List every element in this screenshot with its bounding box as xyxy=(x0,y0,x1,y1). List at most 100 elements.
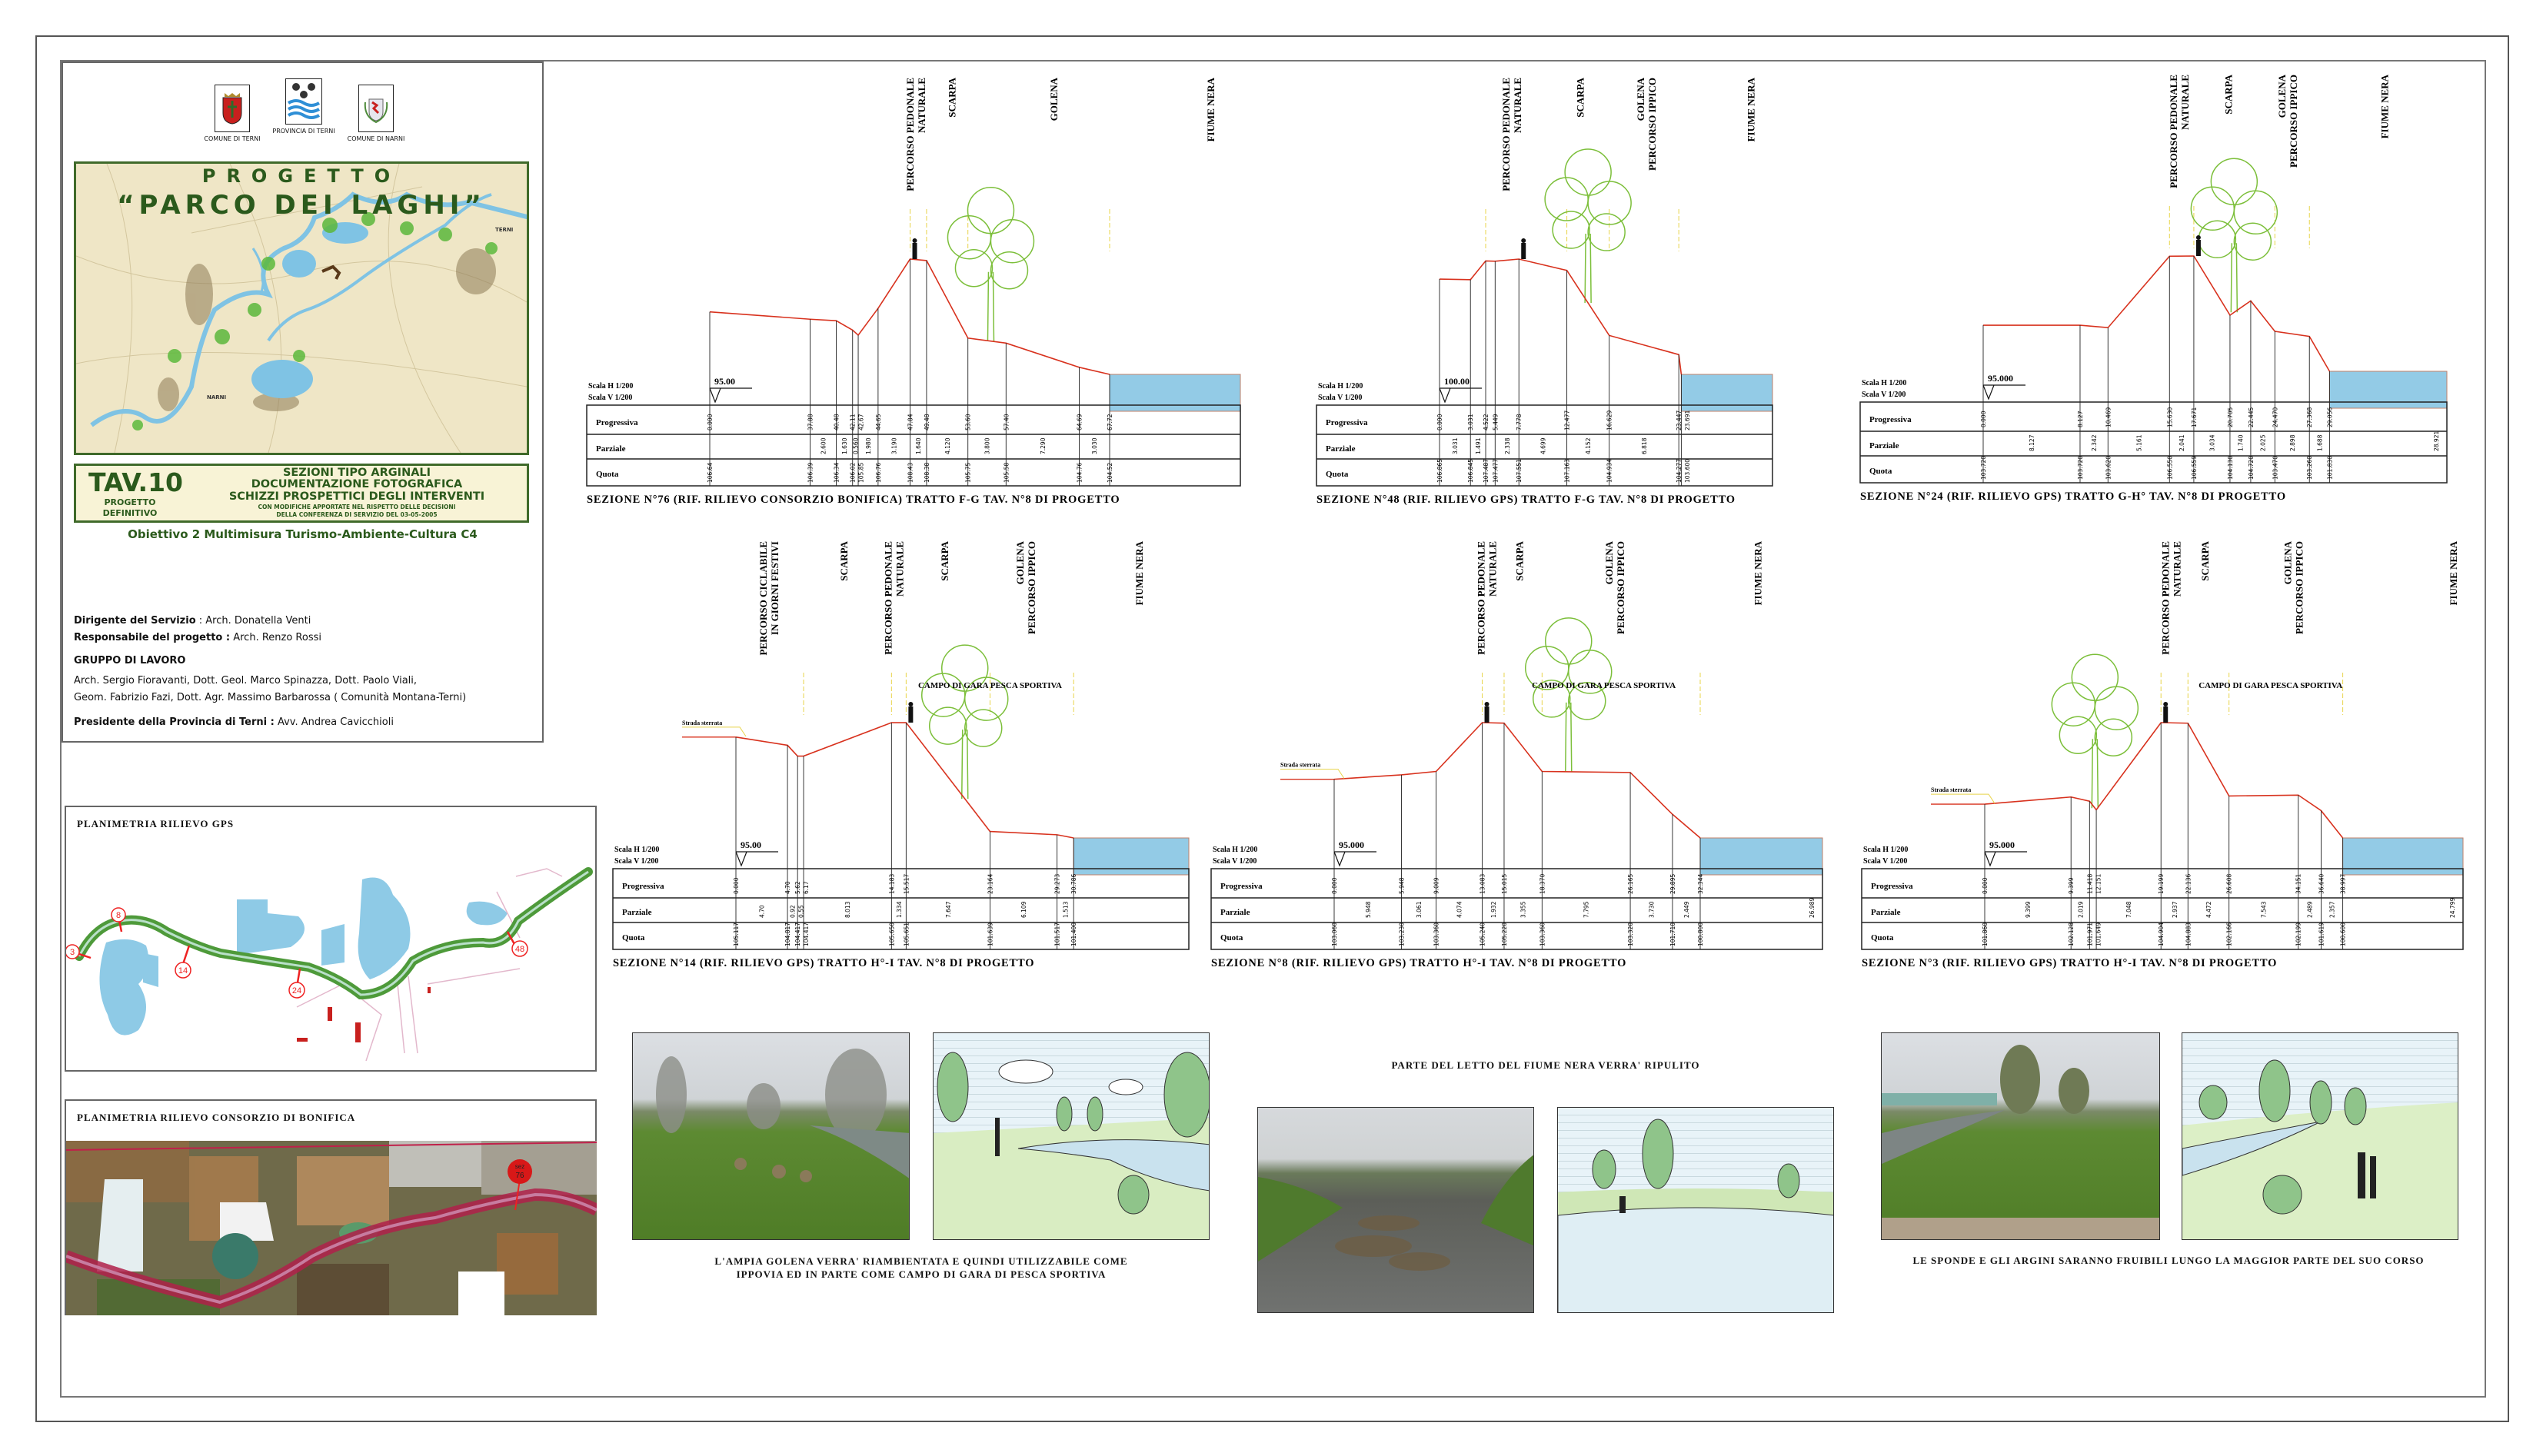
quota-value: 105.651 xyxy=(903,922,910,946)
plan-gps-panel: PLANIMETRIA RILIEVO GPS 3 8 14 24 48 xyxy=(65,806,597,1072)
data-table xyxy=(1316,404,1773,487)
tree-foliage xyxy=(1552,211,1590,249)
person-icon xyxy=(908,702,914,723)
parziale-value: 4.074 xyxy=(1456,901,1463,918)
quota-value: 107.163 xyxy=(1564,459,1571,483)
zone-label: NATURALE xyxy=(2179,75,2191,130)
zone-label: IN GIORNI FESTIVI xyxy=(769,541,781,635)
tree-foliage xyxy=(990,251,1029,290)
parziale-value: 3.030 xyxy=(1091,437,1098,454)
zone-label: FIUME NERA xyxy=(1133,540,1145,605)
progressiva-value: 0.000 xyxy=(1980,411,1987,427)
tree-icon xyxy=(2190,158,2278,313)
person-head xyxy=(912,238,917,243)
progressiva-value: 11.418 xyxy=(2086,874,2093,894)
campo-gara-label: CAMPO DI GARA PESCA SPORTIVA xyxy=(2198,681,2342,690)
credit-value: Arch. Renzo Rossi xyxy=(230,632,321,643)
marker-label: 24 xyxy=(292,986,301,996)
quota-value: 101.860 xyxy=(1982,922,1989,946)
tav-number: TAV.10 xyxy=(88,467,183,497)
progressiva-value: 0.000 xyxy=(1982,877,1989,894)
section-marker-14 xyxy=(175,962,191,979)
progressiva-value: 40.48 xyxy=(833,414,840,430)
tree-icon xyxy=(947,186,1035,341)
progressiva-value: 53.60 xyxy=(965,414,972,430)
progressiva-value: 42.11 xyxy=(850,414,857,430)
zone-label: PERCORSO PEDONALE xyxy=(2168,75,2179,188)
zone-label: SCARPA xyxy=(838,540,850,580)
datum-label: 95.000 xyxy=(1989,839,2015,850)
progressiva-value: 27.368 xyxy=(2306,407,2313,427)
logo-comune-narni: COMUNE DI NARNI xyxy=(341,85,411,143)
tree-foliage xyxy=(1533,680,1571,718)
row-label-parziale: Parziale xyxy=(622,908,652,917)
tree-foliage xyxy=(2210,158,2258,206)
person-body xyxy=(908,706,914,723)
quota-value: 103.320 xyxy=(1627,922,1634,946)
quota-value: 101.830 xyxy=(2326,456,2333,480)
zone-label: PERCORSO IPPICO xyxy=(1026,541,1037,634)
campo-gara-label: CAMPO DI GARA PESCA SPORTIVA xyxy=(918,681,1062,690)
person-head xyxy=(1484,702,1490,706)
plan-bonifica-panel: PLANIMETRIA RILIEVO CONSORZIO DI BONIFIC… xyxy=(65,1099,597,1315)
person-icon xyxy=(1484,702,1490,723)
data-table xyxy=(586,404,1241,487)
section-marker-24 xyxy=(288,982,305,999)
caption-golena: L'AMPIA GOLENA VERRA' RIAMBIENTATA E QUI… xyxy=(631,1255,1212,1281)
sketch-golena xyxy=(933,1032,1210,1240)
parziale-value: 2.357 xyxy=(2329,901,2336,918)
scale-v: Scala V 1/200 xyxy=(614,857,658,866)
quota-value: 101.400 xyxy=(1070,922,1077,946)
tree-foliage xyxy=(967,186,1015,234)
sketch-golena-drawing xyxy=(934,1052,1209,1239)
project-title: “PARCO DEI LAGHI” xyxy=(117,190,486,221)
parziale-value: 1.630 xyxy=(841,437,848,454)
tav-subject: SCHIZZI PROSPETTICI DEGLI INTERVENTI xyxy=(228,490,485,503)
zone-label: GOLENA xyxy=(1048,77,1060,121)
parziale-value: 0.55 xyxy=(798,905,805,918)
person-body xyxy=(1521,243,1526,259)
section-caption: SEZIONE N°8 (RIF. RILIEVO GPS) TRATTO H°… xyxy=(1211,957,1626,969)
ground-profile xyxy=(709,258,1110,375)
logo-label: PROVINCIA DI TERNI xyxy=(272,128,335,135)
tree-foliage xyxy=(2094,718,2133,756)
datum-symbol xyxy=(1439,387,1482,404)
river-water xyxy=(1699,837,1823,876)
tree-trunk xyxy=(1584,234,1592,304)
quota-value: 101.619 xyxy=(2318,922,2325,946)
river-water xyxy=(2342,837,2464,876)
road-label: Strada sterrata xyxy=(1280,762,1320,769)
progressiva-value: 19.199 xyxy=(2158,874,2165,894)
row-label-quota: Quota xyxy=(1326,470,1349,479)
map-label-narni: NARNI xyxy=(207,394,227,401)
road-label: Strada sterrata xyxy=(682,720,722,726)
tav-line1: PROGETTO xyxy=(104,497,156,507)
person-icon xyxy=(2195,235,2201,256)
parziale-value: 4.699 xyxy=(1539,437,1546,454)
quota-value: 103.260 xyxy=(2306,456,2313,480)
parziale-value: 1.640 xyxy=(915,437,922,454)
quota-value: 106.550 xyxy=(2166,456,2173,480)
quota-value: 108.38 xyxy=(924,463,930,483)
datum-label: 95.000 xyxy=(1988,373,2013,384)
parziale-value: 3.355 xyxy=(1520,901,1527,918)
tree-foliage xyxy=(1568,650,1613,694)
zone-label: NATURALE xyxy=(2172,541,2183,597)
parziale-value: 1.334 xyxy=(896,901,903,918)
zone-label: PERCORSO PEDONALE xyxy=(1500,78,1512,191)
tree-trunk xyxy=(987,271,995,341)
parziale-value: 7.543 xyxy=(2261,901,2268,918)
quota-value: 102.166 xyxy=(2226,922,2233,946)
sketch-sponde xyxy=(2182,1032,2458,1240)
plan-gps-map: 3 8 14 24 48 xyxy=(66,867,593,1062)
parziale-value: 3.061 xyxy=(1416,901,1423,918)
datum-symbol xyxy=(1982,384,2025,401)
credit-label: Dirigente del Servizio xyxy=(74,615,196,627)
credit-responsabile: Responsabile del progetto : Arch. Renzo … xyxy=(74,632,321,644)
datum-symbol xyxy=(1333,851,1376,867)
parziale-value: 5.948 xyxy=(1365,901,1372,918)
progressiva-value: 34.151 xyxy=(2295,874,2302,894)
tree-foliage xyxy=(2198,220,2237,259)
map-heading: PROGETTO xyxy=(201,165,401,187)
